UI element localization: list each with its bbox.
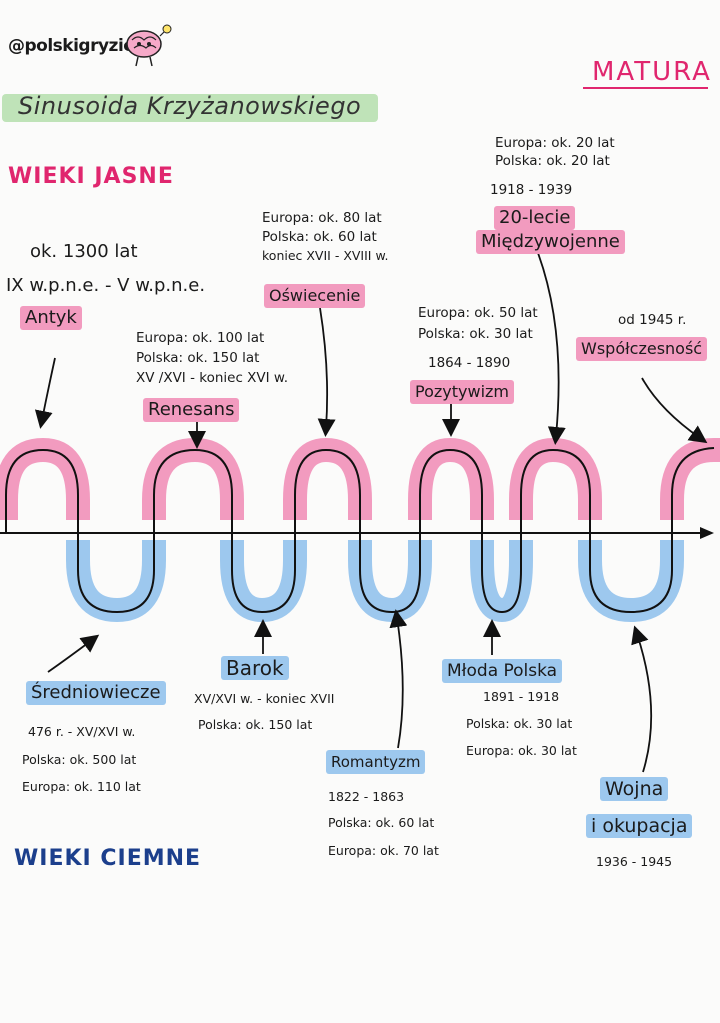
author-handle: @polskigryzie (8, 36, 135, 56)
heading-dark-ages: WIEKI CIEMNE (14, 846, 202, 871)
renesans-dates: XV /XVI - koniec XVI w. (136, 370, 289, 386)
mloda-polska-europa: Europa: ok. 30 lat (466, 743, 577, 758)
label-antyk: Antyk (20, 306, 82, 330)
pozytywizm-dates: 1864 - 1890 (428, 355, 511, 371)
pozytywizm-polska: Polska: ok. 30 lat (418, 326, 533, 342)
badge-underline (583, 87, 708, 89)
romantyzm-europa: Europa: ok. 70 lat (328, 843, 439, 858)
label-dwudziestolecie: 20-lecie (494, 206, 576, 230)
barok-dates: XV/XVI w. - koniec XVII (194, 691, 335, 706)
romantyzm-polska: Polska: ok. 60 lat (328, 815, 435, 830)
title-highlight (2, 94, 378, 122)
label-miedzywojenne: Międzywojenne (476, 230, 625, 254)
oswiecenie-dates: koniec XVII - XVIII w. (262, 248, 389, 263)
mloda-polska-polska: Polska: ok. 30 lat (466, 716, 573, 731)
renesans-europa: Europa: ok. 100 lat (136, 330, 265, 346)
dark-ages-bands (66, 540, 684, 623)
sredniowiecze-polska: Polska: ok. 500 lat (22, 752, 137, 767)
wojna-dates: 1936 - 1945 (596, 854, 673, 869)
sredniowiecze-dates: 476 r. - XV/XVI w. (28, 724, 136, 739)
label-mloda-polska: Młoda Polska (442, 659, 563, 683)
barok-polska: Polska: ok. 150 lat (198, 717, 313, 732)
heading-bright-ages: WIEKI JASNE (8, 164, 174, 189)
matura-badge: MATURA (592, 57, 712, 87)
label-oswiecenie: Oświecenie (264, 284, 366, 308)
antyk-duration: ok. 1300 lat (30, 241, 138, 262)
dwudziestolecie-polska: Polska: ok. 20 lat (495, 153, 610, 169)
label-romantyzm: Romantyzm (326, 750, 426, 774)
label-barok: Barok (221, 656, 289, 680)
renesans-polska: Polska: ok. 150 lat (136, 350, 260, 366)
sredniowiecze-europa: Europa: ok. 110 lat (22, 779, 141, 794)
label-okupacja: i okupacja (586, 814, 693, 838)
oswiecenie-polska: Polska: ok. 60 lat (262, 229, 377, 245)
label-renesans: Renesans (143, 398, 240, 422)
label-sredniowiecze: Średniowiecze (26, 681, 166, 705)
label-pozytywizm: Pozytywizm (410, 380, 514, 404)
brain-mascot-icon (126, 24, 172, 67)
axis-arrow-icon (700, 527, 714, 539)
pointer-arrows (34, 252, 708, 773)
page-title: Sinusoida Krzyżanowskiego (18, 92, 362, 120)
label-wspolczesnosc: Współczesność (576, 337, 708, 361)
antyk-dates: IX w.p.n.e. - V w.p.n.e. (6, 275, 206, 296)
dwudziestolecie-europa: Europa: ok. 20 lat (495, 135, 615, 151)
label-wojna: Wojna (600, 777, 669, 801)
dwudziestolecie-dates: 1918 - 1939 (490, 182, 573, 198)
oswiecenie-europa: Europa: ok. 80 lat (262, 210, 382, 226)
bright-ages-bands (0, 437, 720, 520)
wspolczesnosc-dates: od 1945 r. (618, 312, 687, 328)
romantyzm-dates: 1822 - 1863 (328, 789, 405, 804)
mloda-polska-dates: 1891 - 1918 (483, 689, 560, 704)
pozytywizm-europa: Europa: ok. 50 lat (418, 305, 538, 321)
sinusoid-line (5, 447, 715, 614)
